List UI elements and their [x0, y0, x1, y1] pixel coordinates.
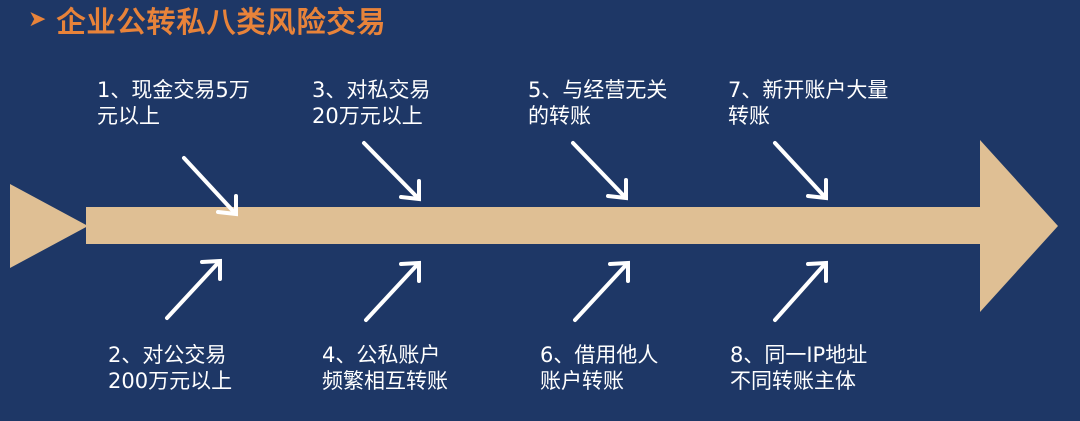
title-text: 企业公转私八类风险交易: [56, 5, 387, 39]
pointer-arrow-2: [165, 258, 222, 320]
label-item-2: 2、对公交易 200万元以上: [108, 342, 232, 394]
label-item-4-line1: 4、公私账户: [322, 343, 441, 367]
label-item-7: 7、新开账户大量 转账: [728, 77, 888, 129]
label-item-7-line2: 转账: [728, 104, 770, 128]
label-item-1: 1、现金交易5万 元以上: [97, 77, 250, 129]
label-item-3-line2: 20万元以上: [312, 104, 423, 128]
pointer-arrow-3: [362, 141, 421, 202]
pointer-arrow-4: [364, 260, 421, 322]
arrow-tail: [10, 184, 88, 268]
label-item-5-line1: 5、与经营无关: [528, 78, 668, 102]
label-item-6-line1: 6、借用他人: [540, 343, 659, 367]
label-item-8-line1: 8、同一IP地址: [730, 343, 868, 367]
label-item-4: 4、公私账户 频繁相互转账: [322, 342, 448, 394]
label-item-6-line2: 账户转账: [540, 369, 624, 393]
label-item-4-line2: 频繁相互转账: [322, 369, 448, 393]
label-item-1-line2: 元以上: [97, 104, 160, 128]
label-item-5: 5、与经营无关 的转账: [528, 77, 667, 129]
pointer-arrow-7: [773, 141, 828, 201]
pointer-arrow-5: [571, 141, 628, 201]
label-item-3-line1: 3、对私交易: [312, 78, 431, 102]
chevron-right-icon: ➤: [28, 7, 47, 32]
label-item-7-line1: 7、新开账户大量: [728, 78, 889, 102]
label-item-6: 6、借用他人 账户转账: [540, 342, 658, 394]
pointer-arrow-6: [573, 260, 630, 322]
label-item-3: 3、对私交易 20万元以上: [312, 77, 430, 129]
pointer-arrow-8: [773, 260, 828, 322]
label-item-5-line2: 的转账: [528, 104, 591, 128]
pointer-arrow-1: [182, 156, 238, 217]
label-item-1-line1: 1、现金交易5万: [97, 78, 250, 102]
label-item-8: 8、同一IP地址 不同转账主体: [730, 342, 867, 394]
label-item-2-line2: 200万元以上: [108, 369, 233, 393]
label-item-2-line1: 2、对公交易: [108, 343, 227, 367]
label-item-8-line2: 不同转账主体: [730, 369, 856, 393]
page-title: ➤ 企业公转私八类风险交易: [28, 0, 386, 40]
arrow-head: [980, 140, 1058, 312]
